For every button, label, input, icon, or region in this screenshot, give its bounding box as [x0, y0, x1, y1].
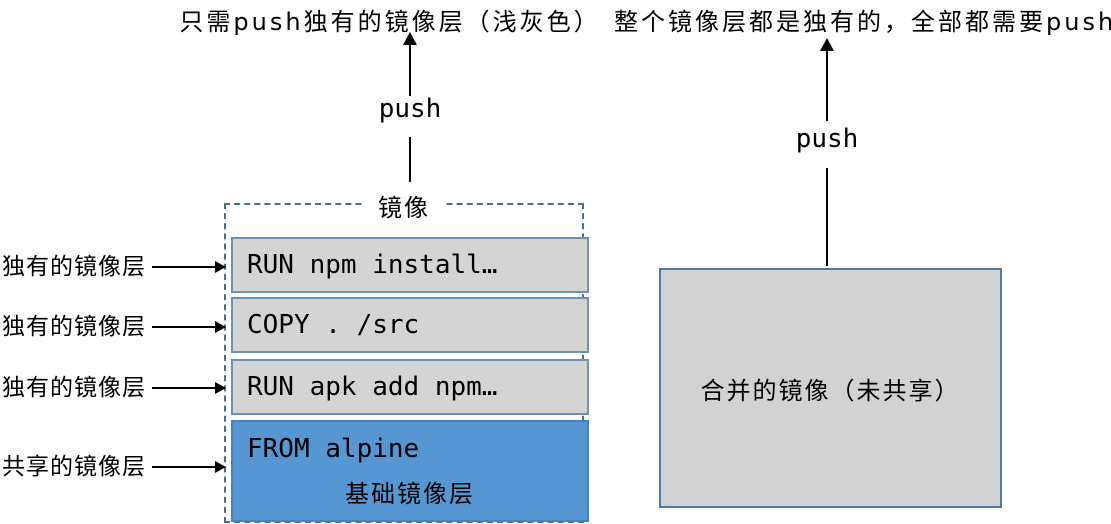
arrow-shaft	[826, 50, 828, 121]
connector-line	[826, 168, 828, 266]
base-layer-code: FROM alpine	[247, 434, 420, 464]
caption-all-layers: 整个镜像层都是独有的，全部都需要push	[614, 8, 1111, 36]
side-label-unique-1: 独有的镜像层	[2, 254, 146, 280]
layer-run-apk-add: RUN apk add npm…	[231, 359, 589, 415]
arrow-right-icon	[152, 321, 226, 333]
side-label-unique-2: 独有的镜像层	[2, 314, 146, 340]
arrow-right-icon	[152, 382, 226, 394]
image-box-title: 镜像	[364, 188, 444, 223]
layer-run-npm-install: RUN npm install…	[231, 237, 589, 293]
base-layer-label: 基础镜像层	[345, 480, 475, 508]
side-label-unique-3: 独有的镜像层	[2, 375, 146, 401]
merged-image-box: 合并的镜像（未共享）	[659, 268, 1002, 508]
base-layer: FROM alpine 基础镜像层	[231, 420, 589, 522]
arrow-up-icon	[820, 38, 834, 51]
connector-line	[409, 137, 411, 182]
push-label-right: push	[795, 124, 859, 154]
arrow-shaft	[409, 44, 411, 96]
side-label-shared: 共享的镜像层	[2, 454, 146, 480]
arrow-right-icon	[152, 261, 226, 273]
push-label-left: push	[378, 94, 442, 124]
caption-unique-layers: 只需push独有的镜像层（浅灰色）	[179, 8, 601, 36]
arrow-right-icon	[152, 461, 226, 473]
layer-copy-src: COPY . /src	[231, 297, 589, 353]
merged-image-label: 合并的镜像（未共享）	[700, 376, 961, 405]
arrow-up-icon	[403, 32, 417, 45]
